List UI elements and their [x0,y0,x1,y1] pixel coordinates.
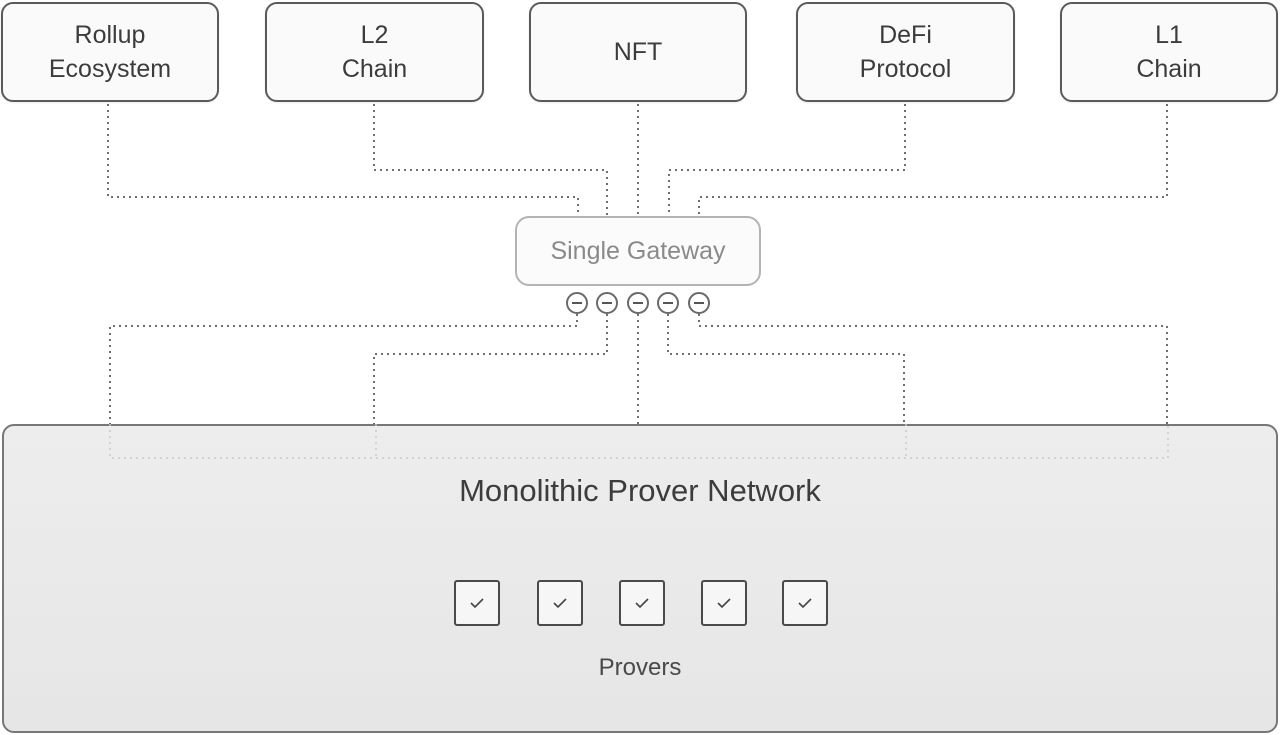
node-nft: NFT [529,2,747,102]
wire-rollup-to-gateway [107,104,579,216]
gateway-port-2 [596,292,618,314]
gateway-port-4 [657,292,679,314]
wire-port-1-to-network [109,314,578,460]
single-gateway: Single Gateway [515,216,761,286]
network-inner-wire-outline [109,424,1169,459]
gateway-port-5 [688,292,710,314]
node-rollup-ecosystem: Rollup Ecosystem [1,2,219,102]
node-defi-protocol: DeFi Protocol [796,2,1015,102]
wire-defi-to-gateway [668,104,906,216]
provers-label: Provers [598,654,682,681]
prover-check-icon [454,580,500,626]
prover-check-icon [782,580,828,626]
gateway-port-3 [627,292,649,314]
gateway-port-1 [566,292,588,314]
wire-port-4-to-network [667,314,905,460]
prover-check-icon [619,580,665,626]
network-title: Monolithic Prover Network [459,473,821,508]
prover-check-icon [537,580,583,626]
wire-l2-to-gateway [373,104,608,216]
wire-port-5-to-network [698,314,1168,460]
prover-check-icon [701,580,747,626]
monolithic-prover-network: Monolithic Prover Network Provers [2,424,1278,733]
wire-l1-to-gateway [698,104,1168,216]
wire-port-2-to-network [373,314,608,460]
node-l2-chain: L2 Chain [265,2,484,102]
node-l1-chain: L1 Chain [1060,2,1278,102]
gateway-label: Single Gateway [550,236,726,265]
